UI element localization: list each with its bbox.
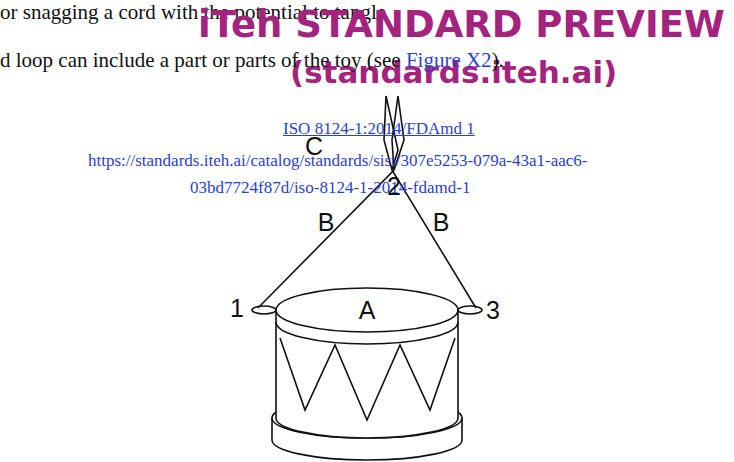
drum-zigzag xyxy=(280,338,455,420)
figure-link: Figure X2 xyxy=(406,48,492,72)
text-line: d loop can include a part or parts of th… xyxy=(0,50,504,71)
callout-letter: 2 xyxy=(387,174,401,199)
drum-drawing xyxy=(252,96,482,460)
callout-letter: 1 xyxy=(230,296,244,321)
watermark: iTeh STANDARD PREVIEW xyxy=(198,6,725,43)
callout-letter: 3 xyxy=(486,298,500,323)
cord-eyelet xyxy=(252,306,276,314)
callout-letter: B xyxy=(433,210,450,235)
callout-letter: B xyxy=(318,210,335,235)
text-line: 03bd7724f87d/iso-8124-1-2014-fdamd-1 xyxy=(190,179,470,196)
text-span: d loop can include a part or parts of th… xyxy=(0,48,406,72)
text-span: ). xyxy=(492,48,504,72)
drum-head xyxy=(276,288,458,332)
callout-letter: A xyxy=(359,298,376,323)
text-line: https://standards.iteh.ai/catalog/standa… xyxy=(88,152,587,169)
cord-eyelet xyxy=(458,306,482,314)
callout-letter: C xyxy=(305,134,323,159)
